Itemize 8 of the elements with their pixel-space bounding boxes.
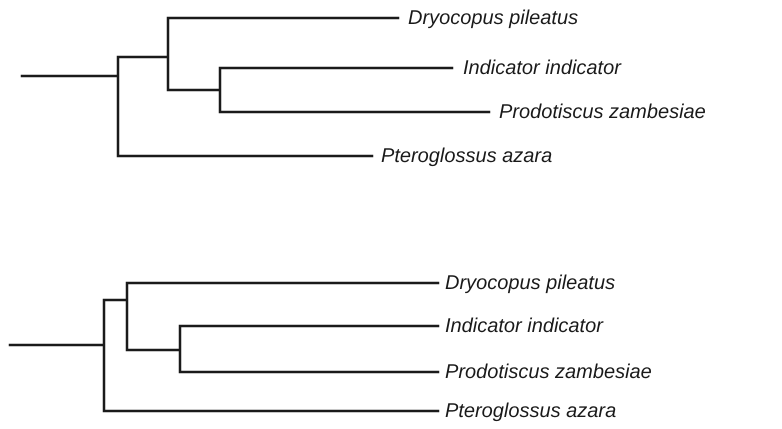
species-name: Pteroglossus azara <box>381 144 552 168</box>
species-name: Prodotiscus zambesiae <box>445 360 652 384</box>
species-name: Prodotiscus zambesiae <box>499 100 706 124</box>
species-name: Indicator indicator <box>445 314 603 338</box>
species-name: Pteroglossus azara <box>445 399 616 423</box>
species-name: Dryocopus pileatus <box>408 6 578 30</box>
species-name: Indicator indicator <box>463 56 621 80</box>
species-name: Dryocopus pileatus <box>445 271 616 295</box>
